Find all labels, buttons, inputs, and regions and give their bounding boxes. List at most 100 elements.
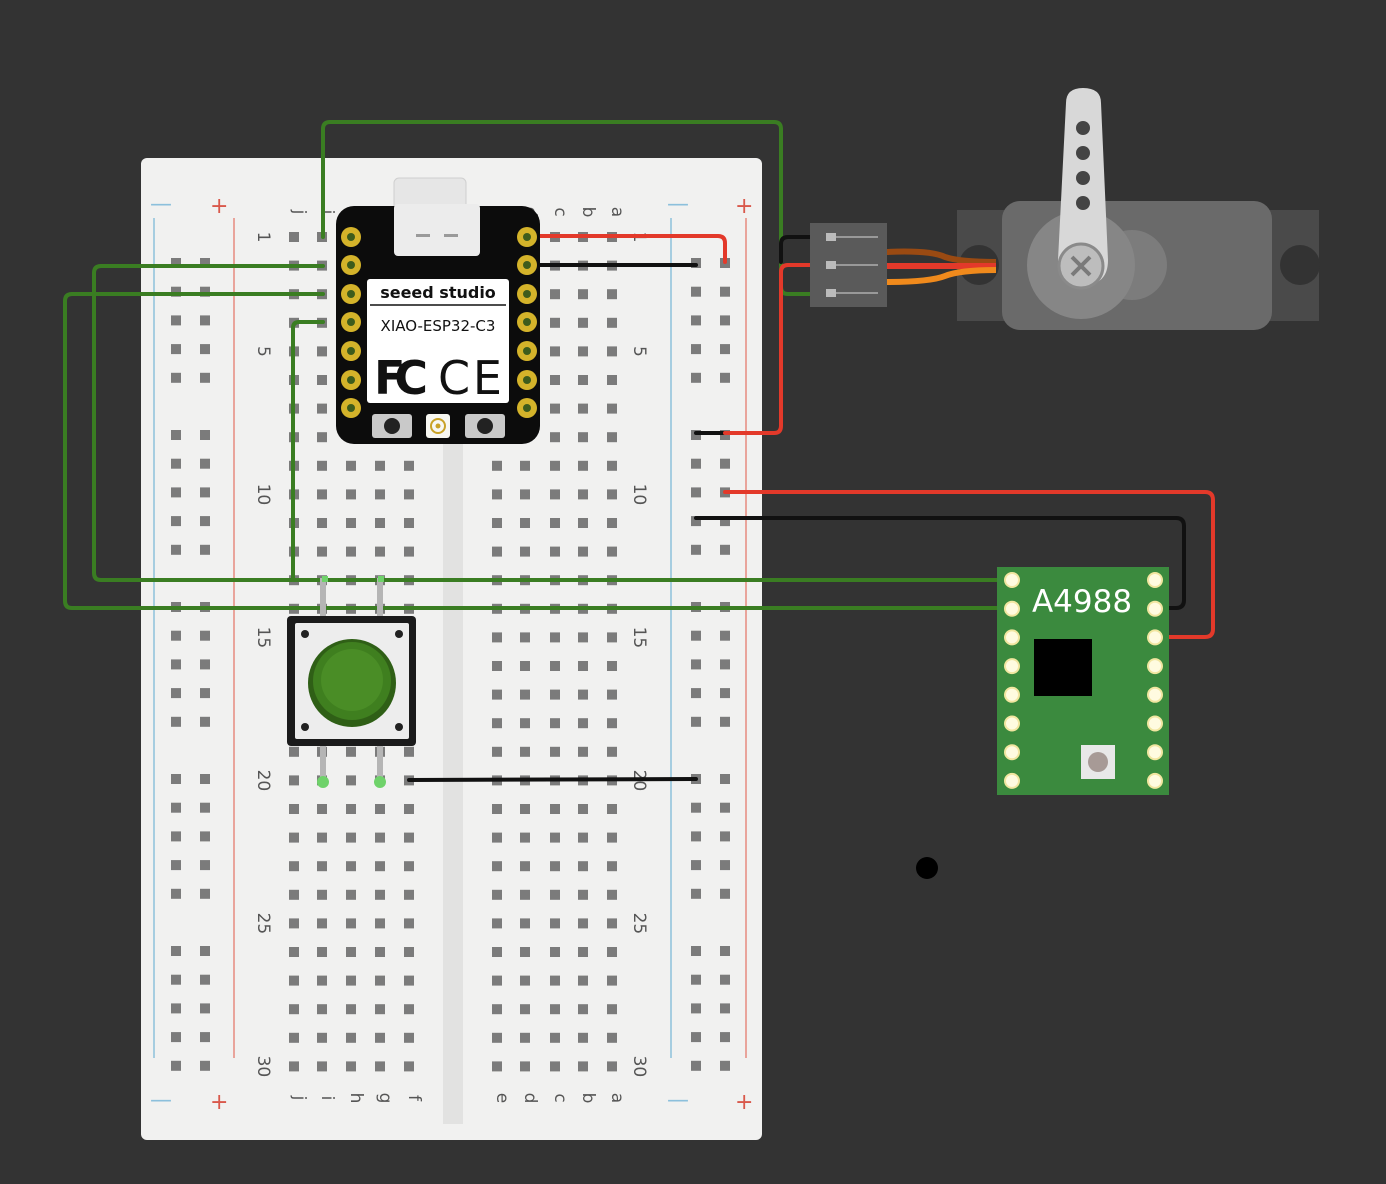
breadboard-hole[interactable] bbox=[289, 947, 299, 957]
breadboard-hole[interactable] bbox=[578, 518, 588, 528]
breadboard-hole[interactable] bbox=[607, 289, 617, 300]
breadboard-hole[interactable] bbox=[550, 918, 560, 929]
breadboard-hole[interactable] bbox=[550, 289, 560, 300]
breadboard-hole[interactable] bbox=[550, 889, 560, 900]
breadboard-hole[interactable] bbox=[346, 861, 356, 872]
breadboard-hole[interactable] bbox=[691, 1003, 701, 1014]
breadboard-hole[interactable] bbox=[550, 375, 560, 385]
breadboard-hole[interactable] bbox=[171, 974, 181, 985]
breadboard-hole[interactable] bbox=[550, 489, 560, 500]
breadboard-hole[interactable] bbox=[520, 661, 530, 671]
breadboard-hole[interactable] bbox=[492, 546, 502, 557]
breadboard-hole[interactable] bbox=[720, 372, 730, 383]
breadboard-hole[interactable] bbox=[720, 544, 730, 555]
breadboard-hole[interactable] bbox=[346, 1061, 356, 1072]
breadboard-hole[interactable] bbox=[317, 546, 327, 557]
breadboard-hole[interactable] bbox=[550, 861, 560, 872]
breadboard-hole[interactable] bbox=[200, 974, 210, 985]
breadboard-hole[interactable] bbox=[375, 804, 385, 814]
breadboard-hole[interactable] bbox=[607, 518, 617, 528]
breadboard-hole[interactable] bbox=[578, 889, 588, 900]
breadboard-hole[interactable] bbox=[317, 403, 327, 414]
breadboard-hole[interactable] bbox=[171, 1032, 181, 1043]
breadboard-hole[interactable] bbox=[375, 861, 385, 872]
breadboard-hole[interactable] bbox=[200, 258, 210, 268]
breadboard-hole[interactable] bbox=[404, 832, 414, 843]
breadboard-hole[interactable] bbox=[550, 432, 560, 443]
breadboard-hole[interactable] bbox=[492, 1061, 502, 1072]
breadboard-hole[interactable] bbox=[317, 460, 327, 471]
breadboard-hole[interactable] bbox=[200, 888, 210, 899]
breadboard-hole[interactable] bbox=[520, 804, 530, 814]
breadboard-hole[interactable] bbox=[550, 403, 560, 414]
breadboard-hole[interactable] bbox=[578, 346, 588, 357]
breadboard-hole[interactable] bbox=[200, 659, 210, 670]
breadboard-hole[interactable] bbox=[317, 1061, 327, 1072]
breadboard-hole[interactable] bbox=[720, 315, 730, 326]
breadboard-hole[interactable] bbox=[691, 630, 701, 641]
breadboard-hole[interactable] bbox=[289, 1061, 299, 1072]
breadboard-hole[interactable] bbox=[404, 804, 414, 814]
breadboard-hole[interactable] bbox=[720, 774, 730, 784]
breadboard-hole[interactable] bbox=[171, 774, 181, 784]
breadboard-hole[interactable] bbox=[171, 286, 181, 297]
breadboard-hole[interactable] bbox=[691, 974, 701, 985]
breadboard-hole[interactable] bbox=[607, 546, 617, 557]
breadboard-hole[interactable] bbox=[691, 1060, 701, 1071]
breadboard-hole[interactable] bbox=[200, 516, 210, 527]
breadboard-hole[interactable] bbox=[346, 889, 356, 900]
breadboard-hole[interactable] bbox=[691, 831, 701, 842]
driver-pin[interactable] bbox=[1004, 715, 1020, 732]
breadboard-hole[interactable] bbox=[720, 974, 730, 985]
breadboard-hole[interactable] bbox=[404, 546, 414, 557]
breadboard-hole[interactable] bbox=[691, 315, 701, 326]
breadboard-hole[interactable] bbox=[200, 487, 210, 498]
breadboard-hole[interactable] bbox=[578, 1061, 588, 1072]
breadboard-hole[interactable] bbox=[578, 546, 588, 557]
breadboard-hole[interactable] bbox=[578, 375, 588, 385]
breadboard-hole[interactable] bbox=[607, 889, 617, 900]
breadboard-hole[interactable] bbox=[607, 432, 617, 443]
wire-red-5v[interactable] bbox=[521, 234, 727, 264]
servo-horn[interactable] bbox=[1058, 88, 1108, 285]
driver-pin[interactable] bbox=[1147, 629, 1163, 646]
breadboard-hole[interactable] bbox=[578, 832, 588, 843]
breadboard-hole[interactable] bbox=[720, 831, 730, 842]
breadboard-hole[interactable] bbox=[607, 804, 617, 814]
breadboard-hole[interactable] bbox=[607, 317, 617, 328]
breadboard-hole[interactable] bbox=[171, 716, 181, 727]
breadboard-hole[interactable] bbox=[578, 317, 588, 328]
breadboard-hole[interactable] bbox=[492, 718, 502, 729]
breadboard-hole[interactable] bbox=[171, 946, 181, 956]
breadboard-hole[interactable] bbox=[346, 918, 356, 929]
breadboard-hole[interactable] bbox=[691, 516, 701, 527]
breadboard-hole[interactable] bbox=[289, 918, 299, 929]
breadboard-hole[interactable] bbox=[171, 458, 181, 469]
breadboard-hole[interactable] bbox=[404, 460, 414, 471]
breadboard-hole[interactable] bbox=[578, 632, 588, 643]
breadboard-hole[interactable] bbox=[375, 518, 385, 528]
breadboard-hole[interactable] bbox=[691, 946, 701, 956]
breadboard-hole[interactable] bbox=[691, 1032, 701, 1043]
breadboard-hole[interactable] bbox=[492, 489, 502, 500]
breadboard-hole[interactable] bbox=[607, 1004, 617, 1015]
breadboard-hole[interactable] bbox=[171, 372, 181, 383]
breadboard-hole[interactable] bbox=[289, 746, 299, 757]
breadboard-hole[interactable] bbox=[171, 831, 181, 842]
breadboard-hole[interactable] bbox=[520, 632, 530, 643]
breadboard-hole[interactable] bbox=[200, 630, 210, 641]
breadboard-hole[interactable] bbox=[346, 518, 356, 528]
breadboard-hole[interactable] bbox=[492, 632, 502, 643]
breadboard-hole[interactable] bbox=[492, 861, 502, 872]
breadboard-hole[interactable] bbox=[578, 403, 588, 414]
breadboard-hole[interactable] bbox=[171, 487, 181, 498]
breadboard-hole[interactable] bbox=[520, 689, 530, 700]
breadboard-hole[interactable] bbox=[492, 518, 502, 528]
wire-green-step[interactable] bbox=[92, 264, 1014, 582]
breadboard-hole[interactable] bbox=[346, 832, 356, 843]
breadboard-hole[interactable] bbox=[550, 689, 560, 700]
breadboard-hole[interactable] bbox=[404, 861, 414, 872]
breadboard-hole[interactable] bbox=[317, 832, 327, 843]
servo-motor[interactable] bbox=[810, 88, 1320, 330]
breadboard-hole[interactable] bbox=[720, 458, 730, 469]
